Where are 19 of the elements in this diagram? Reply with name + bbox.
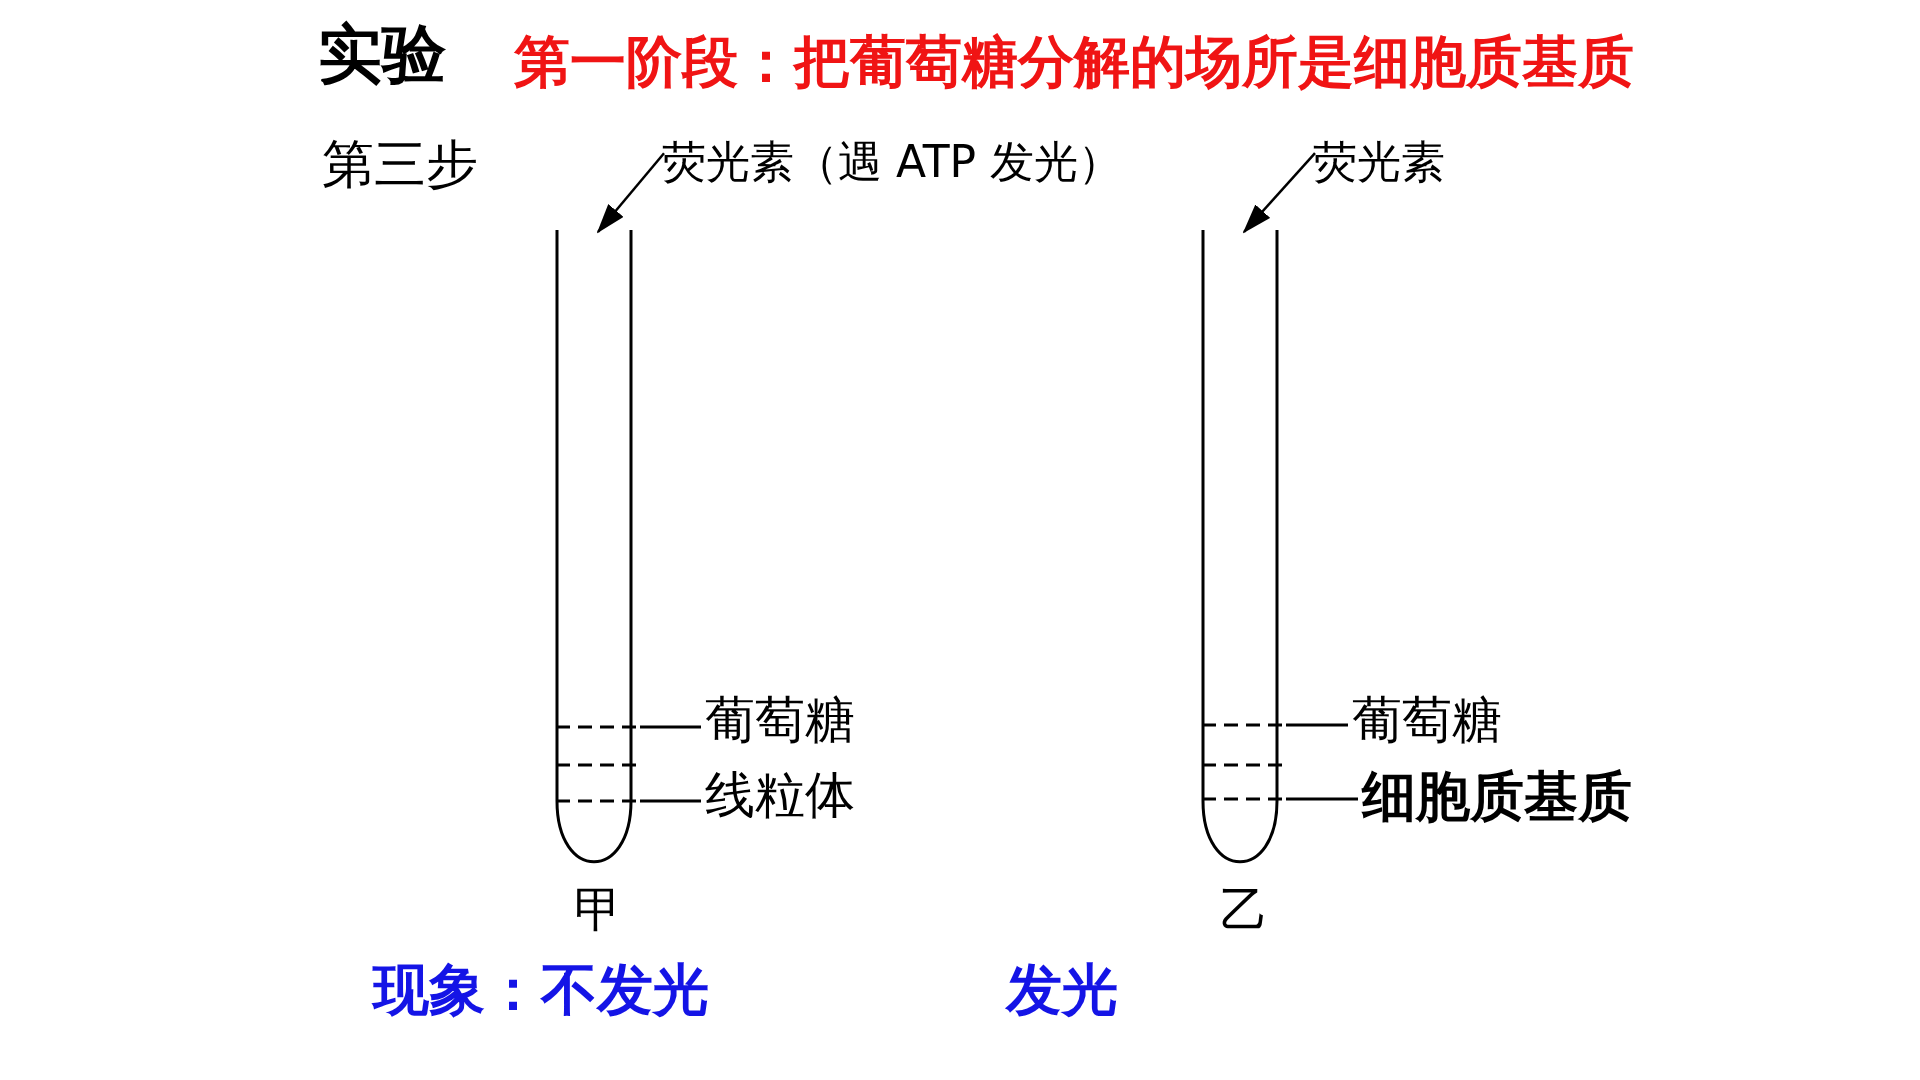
- arrow: [596, 152, 665, 234]
- result-text: 发光: [1006, 962, 1118, 1018]
- leader-line: [1286, 797, 1358, 801]
- tube-label: 甲: [574, 885, 622, 933]
- layer-label: 线粒体: [705, 770, 855, 820]
- callout-label: 荧光素: [1313, 140, 1445, 184]
- layer-label: 葡萄糖: [1352, 695, 1502, 745]
- leader-line: [1286, 723, 1348, 727]
- result-text: 现象：不发光: [373, 962, 709, 1018]
- leader-line: [640, 725, 701, 729]
- callout-label: 荧光素（遇 ATP 发光）: [662, 140, 1123, 184]
- arrow: [1242, 152, 1316, 234]
- step-label: 第三步: [322, 138, 478, 190]
- layer-label: 细胞质基质: [1362, 770, 1632, 824]
- subtitle: 第一阶段：把葡萄糖分解的场所是细胞质基质: [514, 34, 1634, 90]
- title: 实验: [318, 22, 446, 86]
- leader-line: [640, 799, 701, 803]
- tube-label: 乙: [1220, 885, 1268, 933]
- layer-label: 葡萄糖: [705, 695, 855, 745]
